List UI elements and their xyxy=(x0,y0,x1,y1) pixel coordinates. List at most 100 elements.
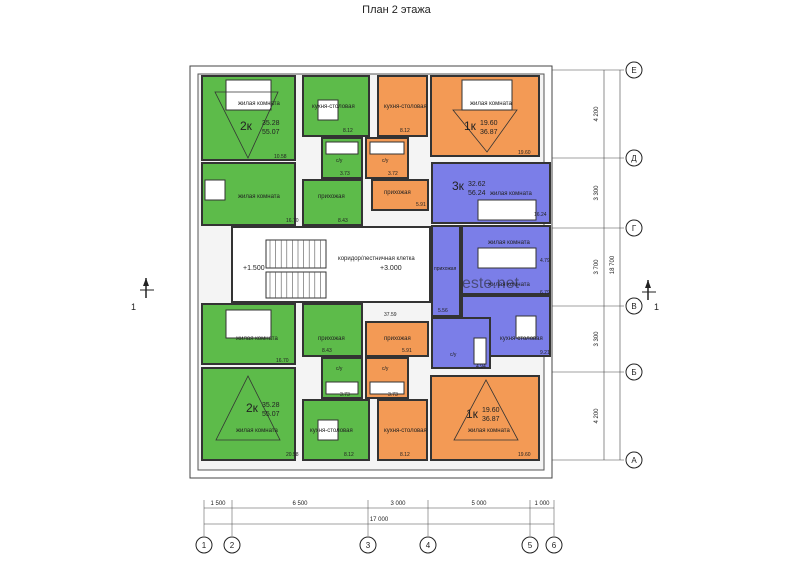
axis-label: Г xyxy=(632,224,637,233)
corridor xyxy=(231,226,431,303)
living-area: 19.60 xyxy=(480,120,498,127)
living-area: 19.60 xyxy=(482,407,500,414)
door-swing xyxy=(214,91,279,159)
axis-label: Б xyxy=(631,368,636,377)
table xyxy=(515,315,537,339)
section-label: 1 xyxy=(654,302,659,312)
kitchen xyxy=(377,75,428,137)
total-area: 36.87 xyxy=(480,129,498,136)
room-area: 3.73 xyxy=(340,392,350,398)
room-label: кухня-столовая xyxy=(500,336,543,342)
axis-label: 6 xyxy=(552,541,557,550)
room-label: прихожая xyxy=(434,266,457,272)
hall xyxy=(431,225,461,317)
dim-text: 6 500 xyxy=(292,501,308,507)
dim-text: 5 000 xyxy=(471,501,487,507)
bed xyxy=(225,309,272,339)
section-label: 1 xyxy=(131,302,136,312)
stair-flight xyxy=(265,271,327,299)
apartment-2k-bottom xyxy=(201,303,370,461)
room-area: 19.60 xyxy=(518,150,531,156)
kitchen xyxy=(302,399,370,461)
room-area: 3.72 xyxy=(388,171,398,177)
room-area: 37.59 xyxy=(384,312,397,318)
room-label: жилая комната xyxy=(488,282,530,288)
bed xyxy=(477,199,537,221)
level-mark: +3.000 xyxy=(380,265,402,272)
axis-bubble xyxy=(625,363,643,381)
room-area: 5.91 xyxy=(402,348,412,354)
room-label: кухня-столовая xyxy=(384,104,427,110)
apartment-label: 1к xyxy=(466,407,479,421)
room-label: с/у xyxy=(382,158,389,164)
bathtub xyxy=(369,141,405,155)
room-label: с/у xyxy=(336,158,343,164)
axis-bubble xyxy=(223,536,241,554)
axis-bubble xyxy=(625,61,643,79)
room-area: 6.79 xyxy=(540,290,550,296)
table xyxy=(317,419,339,441)
living-room xyxy=(430,375,540,461)
dim-text: 3 300 xyxy=(594,185,600,201)
room-area: 5.91 xyxy=(416,202,426,208)
total-area: 55.07 xyxy=(262,129,280,136)
door-swing xyxy=(215,375,281,441)
dim-text: 3 700 xyxy=(594,259,600,275)
total-area: 56.24 xyxy=(468,190,486,197)
total-area: 36.87 xyxy=(482,416,500,423)
dim-text: 18 700 xyxy=(610,255,616,274)
dim-text: 17 000 xyxy=(370,517,389,523)
bed xyxy=(225,79,272,111)
total-area: 55.07 xyxy=(262,411,280,418)
axis-bubble xyxy=(359,536,377,554)
plan-title: План 2 этажа xyxy=(362,4,431,16)
axis-bubble xyxy=(521,536,539,554)
room-area: 8.12 xyxy=(400,452,410,458)
axis-label: 2 xyxy=(230,541,235,550)
room-area: 8.12 xyxy=(344,452,354,458)
table xyxy=(204,179,226,201)
axis-label: Е xyxy=(631,66,636,75)
living-room xyxy=(430,75,540,157)
axis-bubble xyxy=(625,219,643,237)
room-area: 4.79 xyxy=(540,258,550,264)
room-area: 5.56 xyxy=(438,308,448,314)
bathtub xyxy=(325,141,359,155)
room-label: прихожая xyxy=(318,194,345,200)
axis-bubble xyxy=(625,149,643,167)
apartment-label: 3к xyxy=(452,179,465,193)
room-label: коридор/лестничная клетка xyxy=(338,256,415,262)
watermark: este.net xyxy=(462,275,519,292)
room-label: прихожая xyxy=(384,336,411,342)
apartment-1k-top xyxy=(365,75,540,211)
room-area: 10.58 xyxy=(274,154,287,160)
bathtub xyxy=(325,381,359,395)
room-area: 9.21 xyxy=(540,350,550,356)
room-label: кухня-столовая xyxy=(384,428,427,434)
room-area: 8.12 xyxy=(343,128,353,134)
axis-bubble xyxy=(625,297,643,315)
axis-label: 1 xyxy=(202,541,207,550)
room-label: жилая комната xyxy=(488,240,530,246)
door-swing xyxy=(453,379,519,441)
room-area: 3.73 xyxy=(388,392,398,398)
room-label: с/у xyxy=(450,352,457,358)
apartment-label: 2к xyxy=(240,119,253,133)
axis-bubble xyxy=(195,536,213,554)
dim-text: 3 000 xyxy=(390,501,406,507)
bed xyxy=(477,247,537,269)
room-area: 4.94 xyxy=(476,364,486,370)
room-label: с/у xyxy=(336,366,343,372)
room-label: жилая комната xyxy=(238,194,280,200)
living-area: 35.28 xyxy=(262,402,280,409)
stair-treads xyxy=(269,240,321,298)
room-label: жилая комната xyxy=(236,336,278,342)
room-label: прихожая xyxy=(384,190,411,196)
room-label: жилая комната xyxy=(490,191,532,197)
door-swing xyxy=(452,109,518,153)
section-mark-left: 1 xyxy=(131,278,154,312)
stair-block xyxy=(231,226,431,303)
stair-flight xyxy=(265,239,327,269)
axis-label: 4 xyxy=(426,541,431,550)
